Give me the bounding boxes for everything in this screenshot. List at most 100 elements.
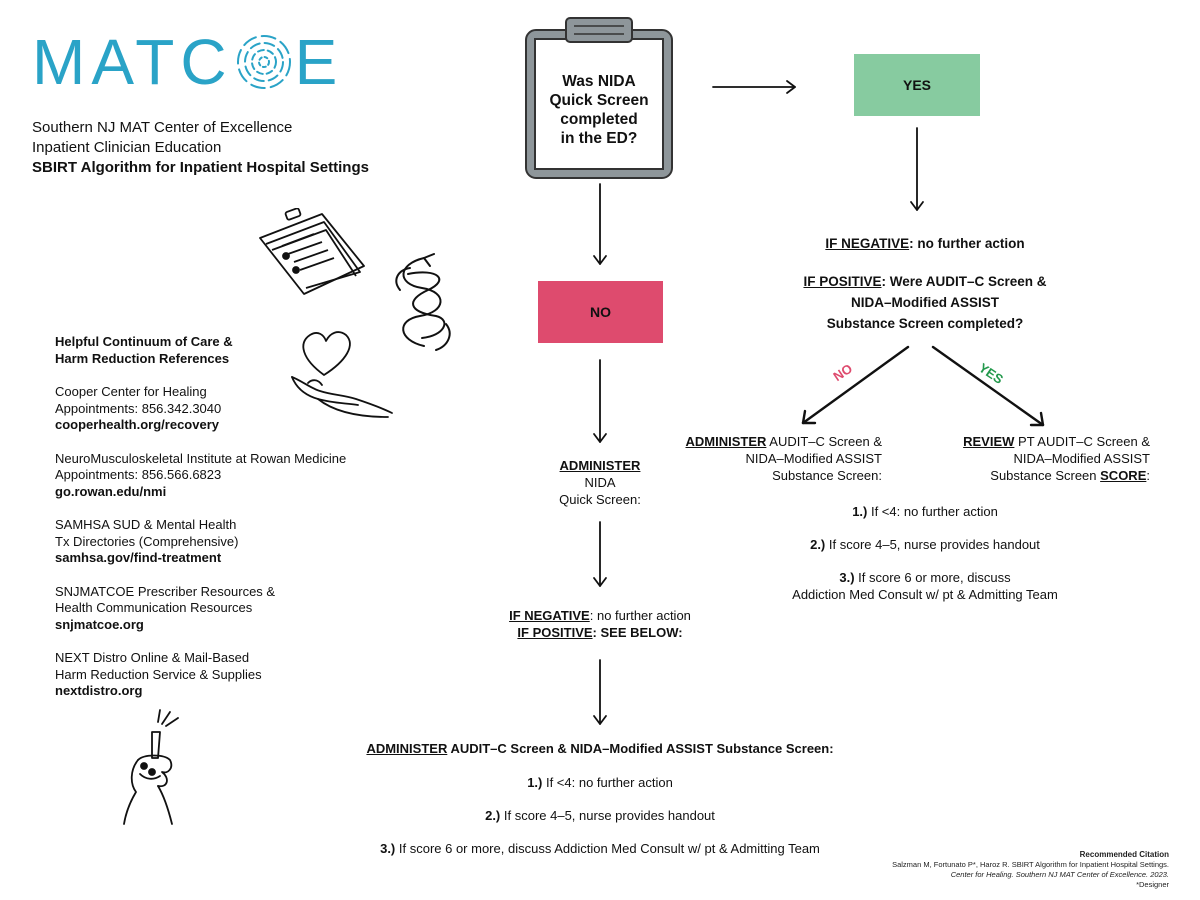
administer-line-2: NIDA — [584, 475, 616, 490]
review-label: REVIEW — [963, 434, 1015, 449]
recommended-citation: Recommended Citation Salzman M, Fortunat… — [892, 850, 1169, 890]
step-text-2: Addiction Med Consult w/ pt & Admitting … — [792, 587, 1058, 602]
step-1: 1.) If <4: no further action — [730, 503, 1120, 520]
review-line-2: NIDA–Modified ASSIST — [1013, 451, 1150, 466]
reference-detail: Health Communication Resources — [55, 600, 253, 615]
org-line-2: Inpatient Clinician Education — [32, 139, 222, 156]
arrow-down-to-no — [593, 183, 607, 265]
yes-box: YES — [854, 54, 980, 116]
references-header-line-1: Helpful Continuum of Care & — [55, 334, 233, 349]
citation-line-1: Salzman M, Fortunato P*, Haroz R. SBIRT … — [892, 860, 1169, 869]
question-text: Was NIDA Quick Screen completed in the E… — [548, 72, 650, 148]
administer-label: ADMINISTER — [685, 434, 767, 449]
reference-link[interactable]: snjmatcoe.org — [55, 616, 144, 632]
administer-line-3: Substance Screen: — [772, 468, 882, 483]
reference-detail: Appointments: 856.566.6823 — [55, 467, 222, 482]
bottom-steps: 1.) If <4: no further action 2.) If scor… — [330, 774, 870, 873]
no-box: NO — [538, 281, 663, 343]
if-positive-line-3: Substance Screen completed? — [826, 316, 1024, 331]
arrow-down-from-no — [593, 359, 607, 443]
arrow-down-from-yes — [910, 127, 924, 211]
reference-item: NEXT Distro Online & Mail-Based Harm Red… — [55, 650, 395, 700]
reference-item: SAMHSA SUD & Mental Health Tx Directorie… — [55, 517, 395, 567]
reference-name: Cooper Center for Healing — [55, 384, 207, 399]
arrow-right-to-yes — [712, 80, 796, 94]
if-positive-line-2: NIDA–Modified ASSIST — [850, 295, 999, 310]
reference-link[interactable]: go.rowan.edu/nmi — [55, 483, 167, 499]
if-positive-label: IF POSITIVE — [517, 625, 593, 640]
review-score-label: SCORE — [1100, 468, 1147, 483]
step-2: 2.) If score 4–5, nurse provides handout — [730, 536, 1120, 553]
reference-name: NeuroMusculoskeletal Institute at Rowan … — [55, 450, 347, 466]
administer-nida-block: ADMINISTER NIDA Quick Screen: — [540, 457, 660, 508]
citation-line-2: Center for Healing. Southern NJ MAT Cent… — [950, 870, 1169, 879]
logo-text-left: MATC — [32, 26, 233, 98]
question-line: completed — [560, 111, 638, 128]
question-line: Was NIDA — [562, 73, 636, 90]
step-number: 2.) — [810, 537, 826, 552]
arrow-branch-no — [801, 345, 910, 425]
reference-item: Cooper Center for Healing Appointments: … — [55, 384, 395, 434]
step-text: If score 4–5, nurse provides handout — [825, 537, 1040, 552]
step-text: If <4: no further action — [867, 504, 998, 519]
if-positive-text: : SEE BELOW: — [592, 625, 683, 640]
logo-swirl-icon — [233, 30, 295, 94]
yes-path-steps: 1.) If <4: no further action 2.) If scor… — [730, 503, 1120, 619]
step-number: 2.) — [485, 808, 501, 823]
review-colon: : — [1146, 468, 1150, 483]
reference-item: SNJMATCOE Prescriber Resources & Health … — [55, 584, 395, 634]
logo-text-right: E — [294, 26, 344, 98]
reference-link[interactable]: cooperhealth.org/recovery — [55, 417, 219, 432]
question-line: Quick Screen — [549, 92, 649, 109]
if-negative-text: : no further action — [909, 236, 1025, 251]
administer-text: AUDIT–C Screen & — [766, 434, 882, 449]
citation-title: Recommended Citation — [1079, 850, 1169, 859]
administer-label: ADMINISTER — [366, 741, 448, 756]
step-number: 3.) — [380, 841, 396, 856]
org-info: Southern NJ MAT Center of Excellence Inp… — [32, 118, 369, 178]
step-text: If score 4–5, nurse provides handout — [500, 808, 715, 823]
review-line-3: Substance Screen — [990, 468, 1101, 483]
reference-detail: Appointments: 856.342.3040 — [55, 400, 222, 416]
administer-line-2: NIDA–Modified ASSIST — [745, 451, 882, 466]
if-negative-label: IF NEGATIVE — [509, 608, 590, 623]
references-header: Helpful Continuum of Care & Harm Reducti… — [55, 334, 395, 367]
arrow-down-to-bottom — [593, 659, 607, 725]
review-score-block: REVIEW PT AUDIT–C Screen & NIDA–Modified… — [930, 433, 1150, 484]
step-number: 3.) — [839, 570, 855, 585]
step-3: 3.) If score 6 or more, discuss Addictio… — [330, 840, 870, 857]
reference-detail: Harm Reduction Service & Supplies — [55, 666, 262, 682]
clipboard-question-box — [525, 17, 673, 179]
if-positive-text: : Were AUDIT–C Screen & — [881, 274, 1047, 289]
reference-name: NEXT Distro Online & Mail-Based — [55, 650, 250, 665]
arrow-branch-yes — [931, 345, 1045, 427]
question-line: in the ED? — [560, 130, 638, 147]
citation-line-3: *Designer — [1136, 880, 1169, 889]
reference-detail: Tx Directories (Comprehensive) — [55, 533, 239, 549]
references-list: Helpful Continuum of Care & Harm Reducti… — [55, 334, 395, 717]
references-header-line-2: Harm Reduction References — [55, 350, 230, 366]
administer-text: AUDIT–C Screen & NIDA–Modified ASSIST Su… — [447, 741, 834, 756]
step-number: 1.) — [527, 775, 543, 790]
naloxone-spray-hand-illustration — [123, 709, 179, 825]
matcoe-logo: MATC E — [32, 30, 343, 94]
org-line-1: Southern NJ MAT Center of Excellence — [32, 119, 293, 136]
reference-name: SNJMATCOE Prescriber Resources & — [55, 583, 276, 599]
spiral-arrows-illustration — [395, 253, 451, 351]
reference-link[interactable]: nextdistro.org — [55, 683, 143, 698]
step-text: If score 6 or more, discuss — [854, 570, 1011, 585]
no-path-conditions: IF NEGATIVE: no further action IF POSITI… — [480, 607, 720, 641]
clipboard-papers-illustration — [259, 208, 365, 295]
step-text: If score 6 or more, discuss Addiction Me… — [395, 841, 820, 856]
if-negative-line: IF NEGATIVE: no further action — [730, 233, 1120, 254]
if-positive-label: IF POSITIVE — [803, 274, 882, 289]
if-negative-text: : no further action — [589, 608, 691, 623]
reference-link[interactable]: samhsa.gov/find-treatment — [55, 550, 222, 565]
reference-item: NeuroMusculoskeletal Institute at Rowan … — [55, 451, 395, 501]
bottom-administer-line: ADMINISTER AUDIT–C Screen & NIDA–Modifie… — [330, 740, 870, 757]
if-positive-line: IF POSITIVE: Were AUDIT–C Screen & — [730, 271, 1120, 292]
administer-line-3: Quick Screen: — [559, 492, 641, 507]
algorithm-title: SBIRT Algorithm for Inpatient Hospital S… — [32, 159, 369, 176]
